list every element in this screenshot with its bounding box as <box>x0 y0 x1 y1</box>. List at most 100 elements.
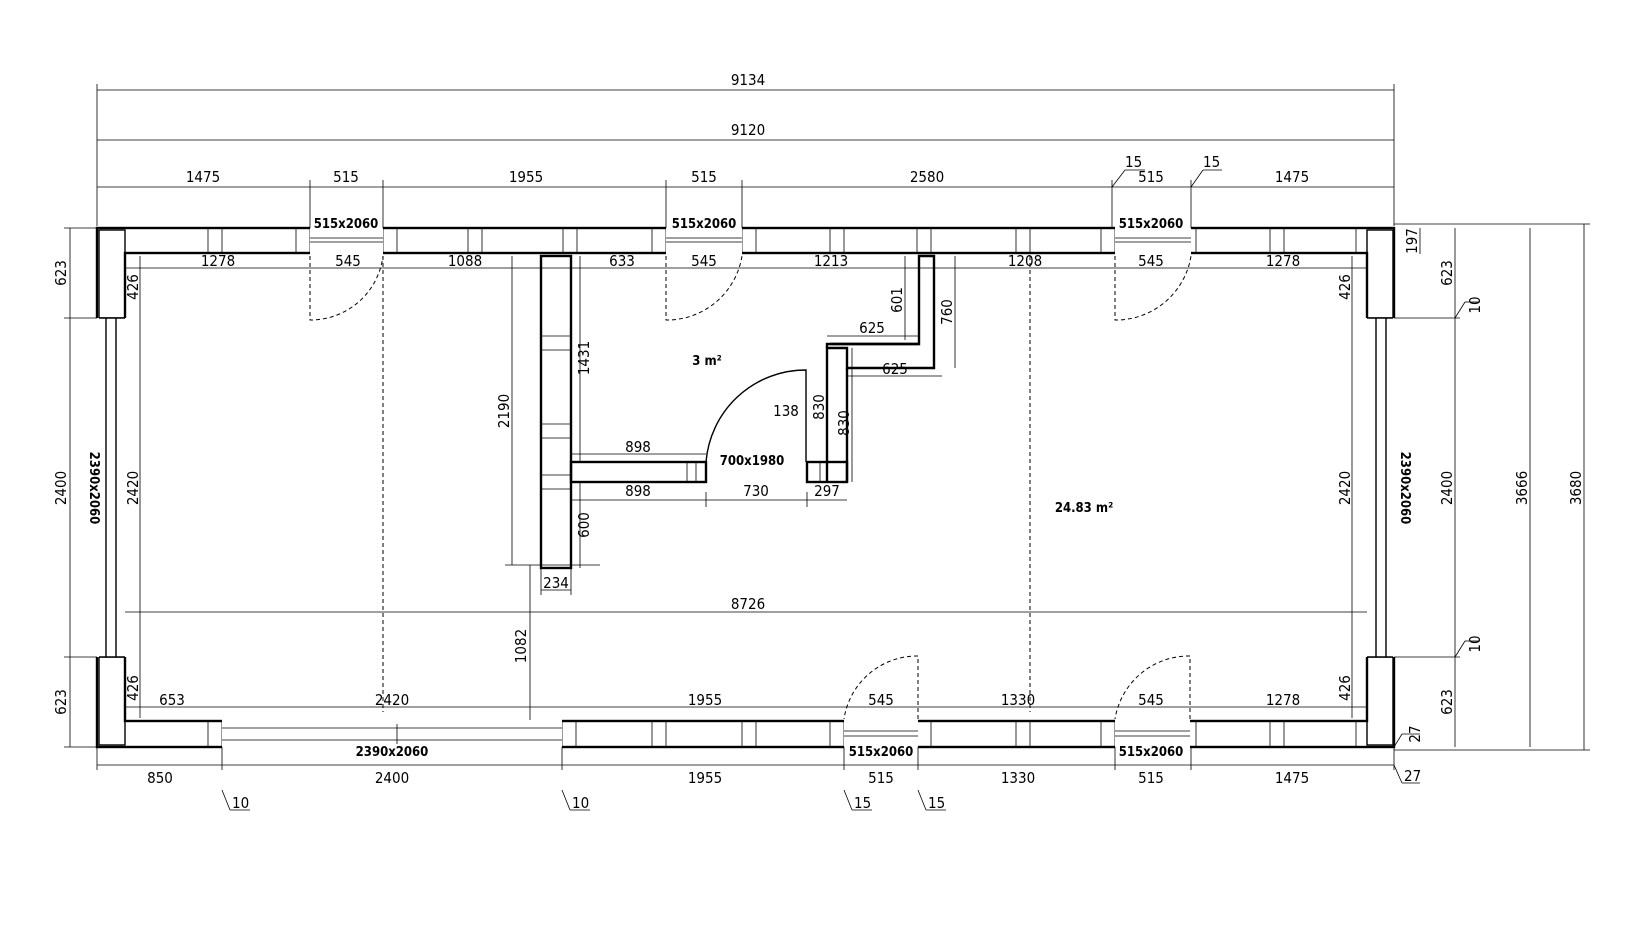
dim-right-offset-10b: 10 <box>1466 635 1484 652</box>
dim-601: 601 <box>888 287 906 313</box>
dim-right-offset-197: 197 <box>1403 228 1421 254</box>
dim-bottom-1: 850 <box>147 769 173 787</box>
dim-625a: 625 <box>859 319 885 337</box>
window-label-bottom-1: 515x2060 <box>849 745 914 760</box>
bottom-window-glass <box>222 724 1190 744</box>
window-label-top-2: 515x2060 <box>672 217 737 232</box>
dim-830b: 830 <box>835 410 853 436</box>
dim-inner-top-2: 545 <box>335 252 361 270</box>
dim-297: 297 <box>814 482 840 500</box>
dim-bottom-offset-1: 10 <box>232 794 249 812</box>
dim-top-1: 1475 <box>186 168 220 186</box>
window-label-top-3: 515x2060 <box>1119 217 1184 232</box>
dim-inner-bottom-1: 653 <box>159 691 185 709</box>
window-opening-top-3 <box>1115 226 1191 256</box>
dim-inner-bottom-3: 1955 <box>688 691 722 709</box>
dim-inner-top-7: 1208 <box>1008 252 1042 270</box>
corner-post-bl <box>98 656 126 746</box>
dim-inner-top-5: 545 <box>691 252 717 270</box>
dim-898b: 898 <box>625 482 651 500</box>
dim-overall-9120: 9120 <box>731 121 765 139</box>
exterior-door-swings <box>309 255 1192 720</box>
window-opening-top-1 <box>310 226 383 256</box>
dim-inner-bottom-6: 545 <box>1138 691 1164 709</box>
dim-left-2: 2400 <box>52 471 70 505</box>
dim-inner-left-2420: 2420 <box>124 471 142 505</box>
dim-bottom-offset-2: 10 <box>572 794 589 812</box>
door-label-inner: 700x1980 <box>720 454 785 469</box>
dim-inner-bottom-4: 545 <box>868 691 894 709</box>
dim-inner-top-3: 1088 <box>448 252 482 270</box>
dim-top-2: 515 <box>333 168 359 186</box>
dim-right-3680: 3680 <box>1567 471 1585 505</box>
dim-inner-bottom-7: 1278 <box>1266 691 1300 709</box>
interior-walls <box>539 254 936 570</box>
interior-door-swing <box>705 369 807 463</box>
dim-234: 234 <box>543 574 569 592</box>
dim-inner-bottom-2: 2420 <box>375 691 409 709</box>
dim-inner-top-8: 545 <box>1138 252 1164 270</box>
dim-1431: 1431 <box>575 341 593 375</box>
window-label-right: 2390x2060 <box>1397 452 1412 525</box>
dim-inner-left-426a: 426 <box>124 274 142 300</box>
dim-600: 600 <box>575 512 593 538</box>
window-opening-bottom-1 <box>844 719 918 749</box>
dim-inner-right-2420: 2420 <box>1336 471 1354 505</box>
dim-right-3666: 3666 <box>1513 471 1531 505</box>
dim-top-5: 2580 <box>910 168 944 186</box>
exterior-walls <box>95 226 1397 749</box>
window-opening-right <box>1365 318 1397 657</box>
dim-right-offset-10a: 10 <box>1466 296 1484 313</box>
dim-right-2: 2400 <box>1438 471 1456 505</box>
dim-760: 760 <box>938 299 956 325</box>
corner-post-tl <box>98 229 126 319</box>
dim-left-1: 623 <box>52 260 70 286</box>
top-window-glass <box>310 237 1191 243</box>
window-label-bottom-2: 515x2060 <box>1119 745 1184 760</box>
dim-top-7: 1475 <box>1275 168 1309 186</box>
dim-bottom-3: 1955 <box>688 769 722 787</box>
partition-vertical <box>539 254 573 570</box>
room-area-main: 24.83 m² <box>1055 501 1113 516</box>
dim-left-3: 623 <box>52 689 70 715</box>
dim-8726: 8726 <box>731 595 765 613</box>
dim-inner-right-426b: 426 <box>1336 675 1354 701</box>
window-opening-top-2 <box>666 226 742 256</box>
corner-post-br <box>1366 656 1394 746</box>
dim-inner-top-1: 1278 <box>201 252 235 270</box>
corner-post-tr <box>1366 229 1394 319</box>
partition-horizontal-left <box>569 460 708 484</box>
window-opening-left <box>95 318 127 657</box>
dim-bottom-2: 2400 <box>375 769 409 787</box>
dimension-texts: 9134 9120 1475 515 1955 515 2580 515 147… <box>52 71 1585 812</box>
dimension-lines <box>64 84 1590 811</box>
partition-stepped <box>825 254 936 482</box>
dim-730: 730 <box>743 482 769 500</box>
dim-bottom-7: 1475 <box>1275 769 1309 787</box>
dim-2190: 2190 <box>495 394 513 428</box>
dim-inner-left-426b: 426 <box>124 675 142 701</box>
dim-bottom-6: 515 <box>1138 769 1164 787</box>
dim-right-3: 623 <box>1438 689 1456 715</box>
dim-top-offset-1: 15 <box>1125 153 1142 171</box>
dim-bottom-offset-4: 15 <box>928 794 945 812</box>
dim-inner-bottom-5: 1330 <box>1001 691 1035 709</box>
dim-inner-top-6: 1213 <box>814 252 848 270</box>
room-area-small: 3 m² <box>692 354 722 369</box>
dim-right-1: 623 <box>1438 260 1456 286</box>
dim-bottom-offset-3: 15 <box>854 794 871 812</box>
dim-bottom-4: 515 <box>868 769 894 787</box>
dim-top-offset-2: 15 <box>1203 153 1220 171</box>
dim-inner-top-9: 1278 <box>1266 252 1300 270</box>
dim-830a: 830 <box>810 394 828 420</box>
dim-top-4: 515 <box>691 168 717 186</box>
window-label-top-1: 515x2060 <box>314 217 379 232</box>
dim-138: 138 <box>773 402 799 420</box>
dim-top-3: 1955 <box>509 168 543 186</box>
dim-inner-right-426a: 426 <box>1336 274 1354 300</box>
dim-top-6: 515 <box>1138 168 1164 186</box>
window-label-bottom-wide: 2390x2060 <box>356 745 429 760</box>
window-label-left: 2390x2060 <box>86 452 101 525</box>
dim-898a: 898 <box>625 438 651 456</box>
